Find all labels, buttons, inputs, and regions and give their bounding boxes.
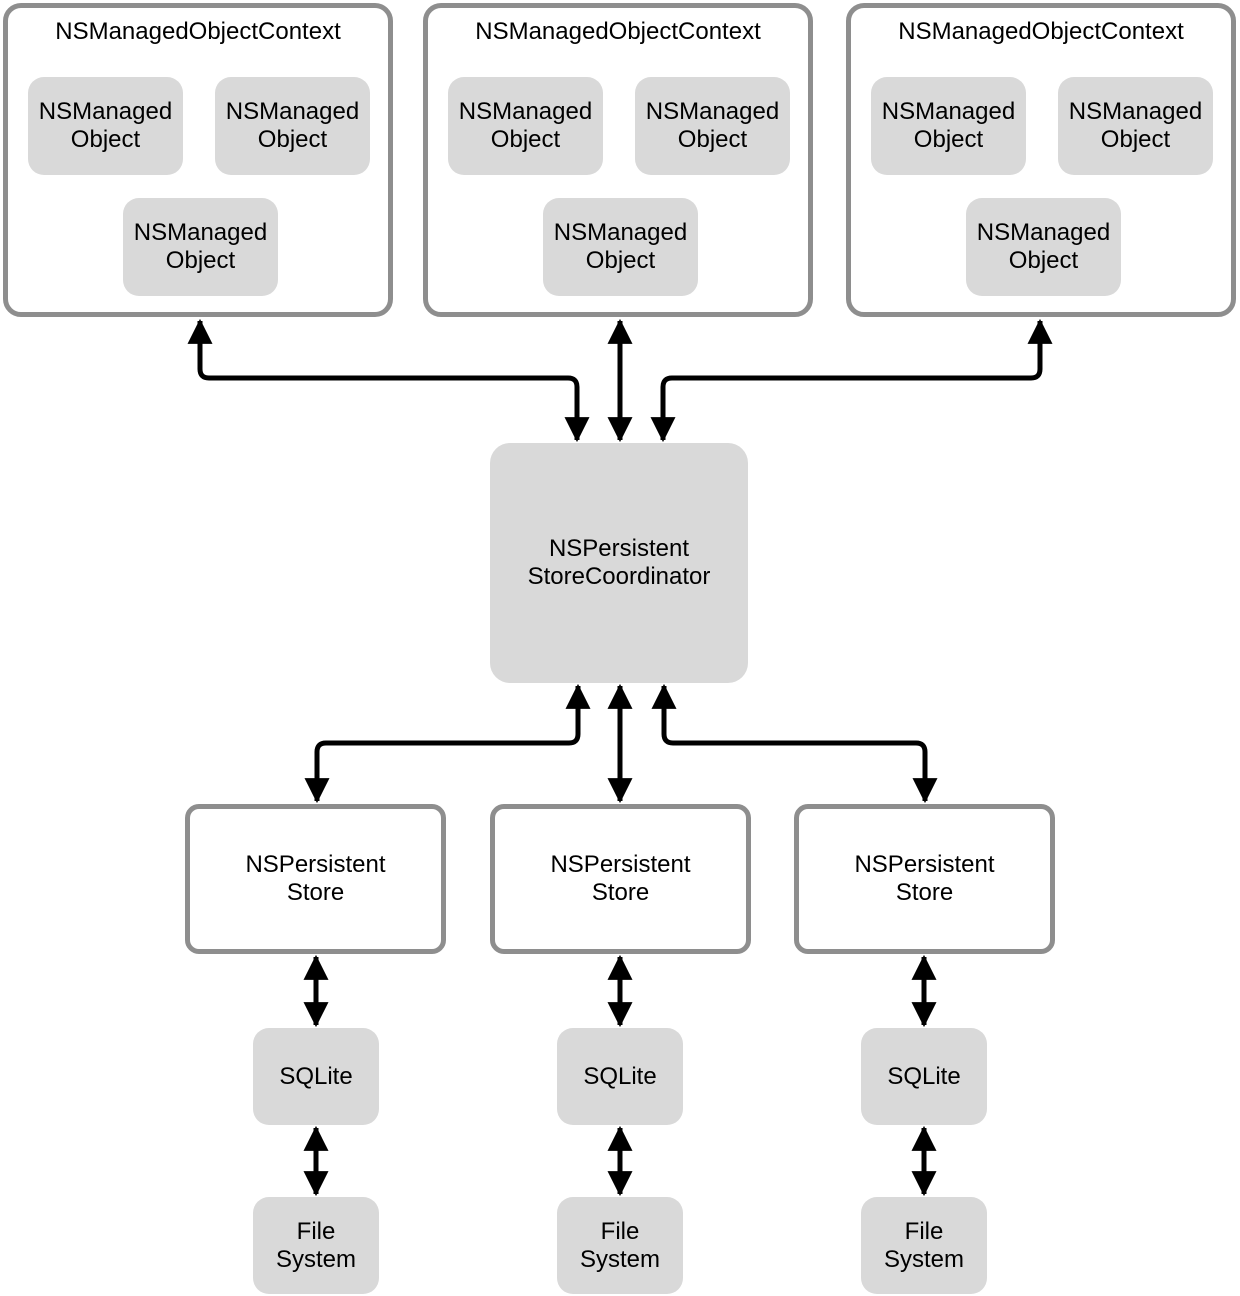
file-system-box-3: File System: [861, 1197, 987, 1294]
managed-object-context-box-2: NSManagedObjectContext NSManaged Object …: [423, 3, 813, 317]
managed-object-label: NSManaged Object: [133, 219, 268, 274]
context-title: NSManagedObjectContext: [55, 18, 341, 45]
managed-object-context-box-1: NSManagedObjectContext NSManaged Object …: [3, 3, 393, 317]
sqlite-box-1: SQLite: [253, 1028, 379, 1125]
managed-object-label: NSManaged Object: [881, 98, 1016, 153]
persistent-store-coordinator-label: NSPersistent StoreCoordinator: [527, 535, 711, 590]
file-system-box-1: File System: [253, 1197, 379, 1294]
persistent-store-label: NSPersistent Store: [245, 851, 386, 906]
persistent-store-box-3: NSPersistent Store: [794, 804, 1055, 954]
managed-object-box: NSManaged Object: [448, 77, 603, 175]
managed-object-label: NSManaged Object: [976, 219, 1111, 274]
managed-object-box: NSManaged Object: [28, 77, 183, 175]
managed-object-box: NSManaged Object: [966, 198, 1121, 296]
file-system-label: File System: [275, 1217, 356, 1273]
persistent-store-label: NSPersistent Store: [854, 851, 995, 906]
sqlite-label: SQLite: [583, 1062, 657, 1090]
managed-object-box: NSManaged Object: [871, 77, 1026, 175]
arrow-coordinator-store3: [651, 683, 938, 804]
persistent-store-label: NSPersistent Store: [550, 851, 691, 906]
file-system-label: File System: [883, 1217, 964, 1273]
sqlite-label: SQLite: [279, 1062, 353, 1090]
managed-object-box: NSManaged Object: [1058, 77, 1213, 175]
sqlite-box-2: SQLite: [557, 1028, 683, 1125]
persistent-store-coordinator-box: NSPersistent StoreCoordinator: [490, 443, 748, 683]
managed-object-label: NSManaged Object: [645, 98, 780, 153]
arrow-coordinator-store1: [304, 683, 591, 804]
context-title: NSManagedObjectContext: [475, 18, 761, 45]
managed-object-box: NSManaged Object: [543, 198, 698, 296]
file-system-box-2: File System: [557, 1197, 683, 1294]
arrow-context3-coordinator: [650, 318, 1053, 443]
managed-object-box: NSManaged Object: [215, 77, 370, 175]
sqlite-box-3: SQLite: [861, 1028, 987, 1125]
managed-object-label: NSManaged Object: [458, 98, 593, 153]
managed-object-label: NSManaged Object: [553, 219, 688, 274]
file-system-label: File System: [579, 1217, 660, 1273]
managed-object-box: NSManaged Object: [123, 198, 278, 296]
managed-object-label: NSManaged Object: [1068, 98, 1203, 153]
managed-object-box: NSManaged Object: [635, 77, 790, 175]
persistent-store-box-1: NSPersistent Store: [185, 804, 446, 954]
managed-object-label: NSManaged Object: [38, 98, 173, 153]
managed-object-label: NSManaged Object: [225, 98, 360, 153]
persistent-store-box-2: NSPersistent Store: [490, 804, 751, 954]
context-title: NSManagedObjectContext: [898, 18, 1184, 45]
sqlite-label: SQLite: [887, 1062, 961, 1090]
arrow-context1-coordinator: [187, 318, 590, 443]
managed-object-context-box-3: NSManagedObjectContext NSManaged Object …: [846, 3, 1236, 317]
